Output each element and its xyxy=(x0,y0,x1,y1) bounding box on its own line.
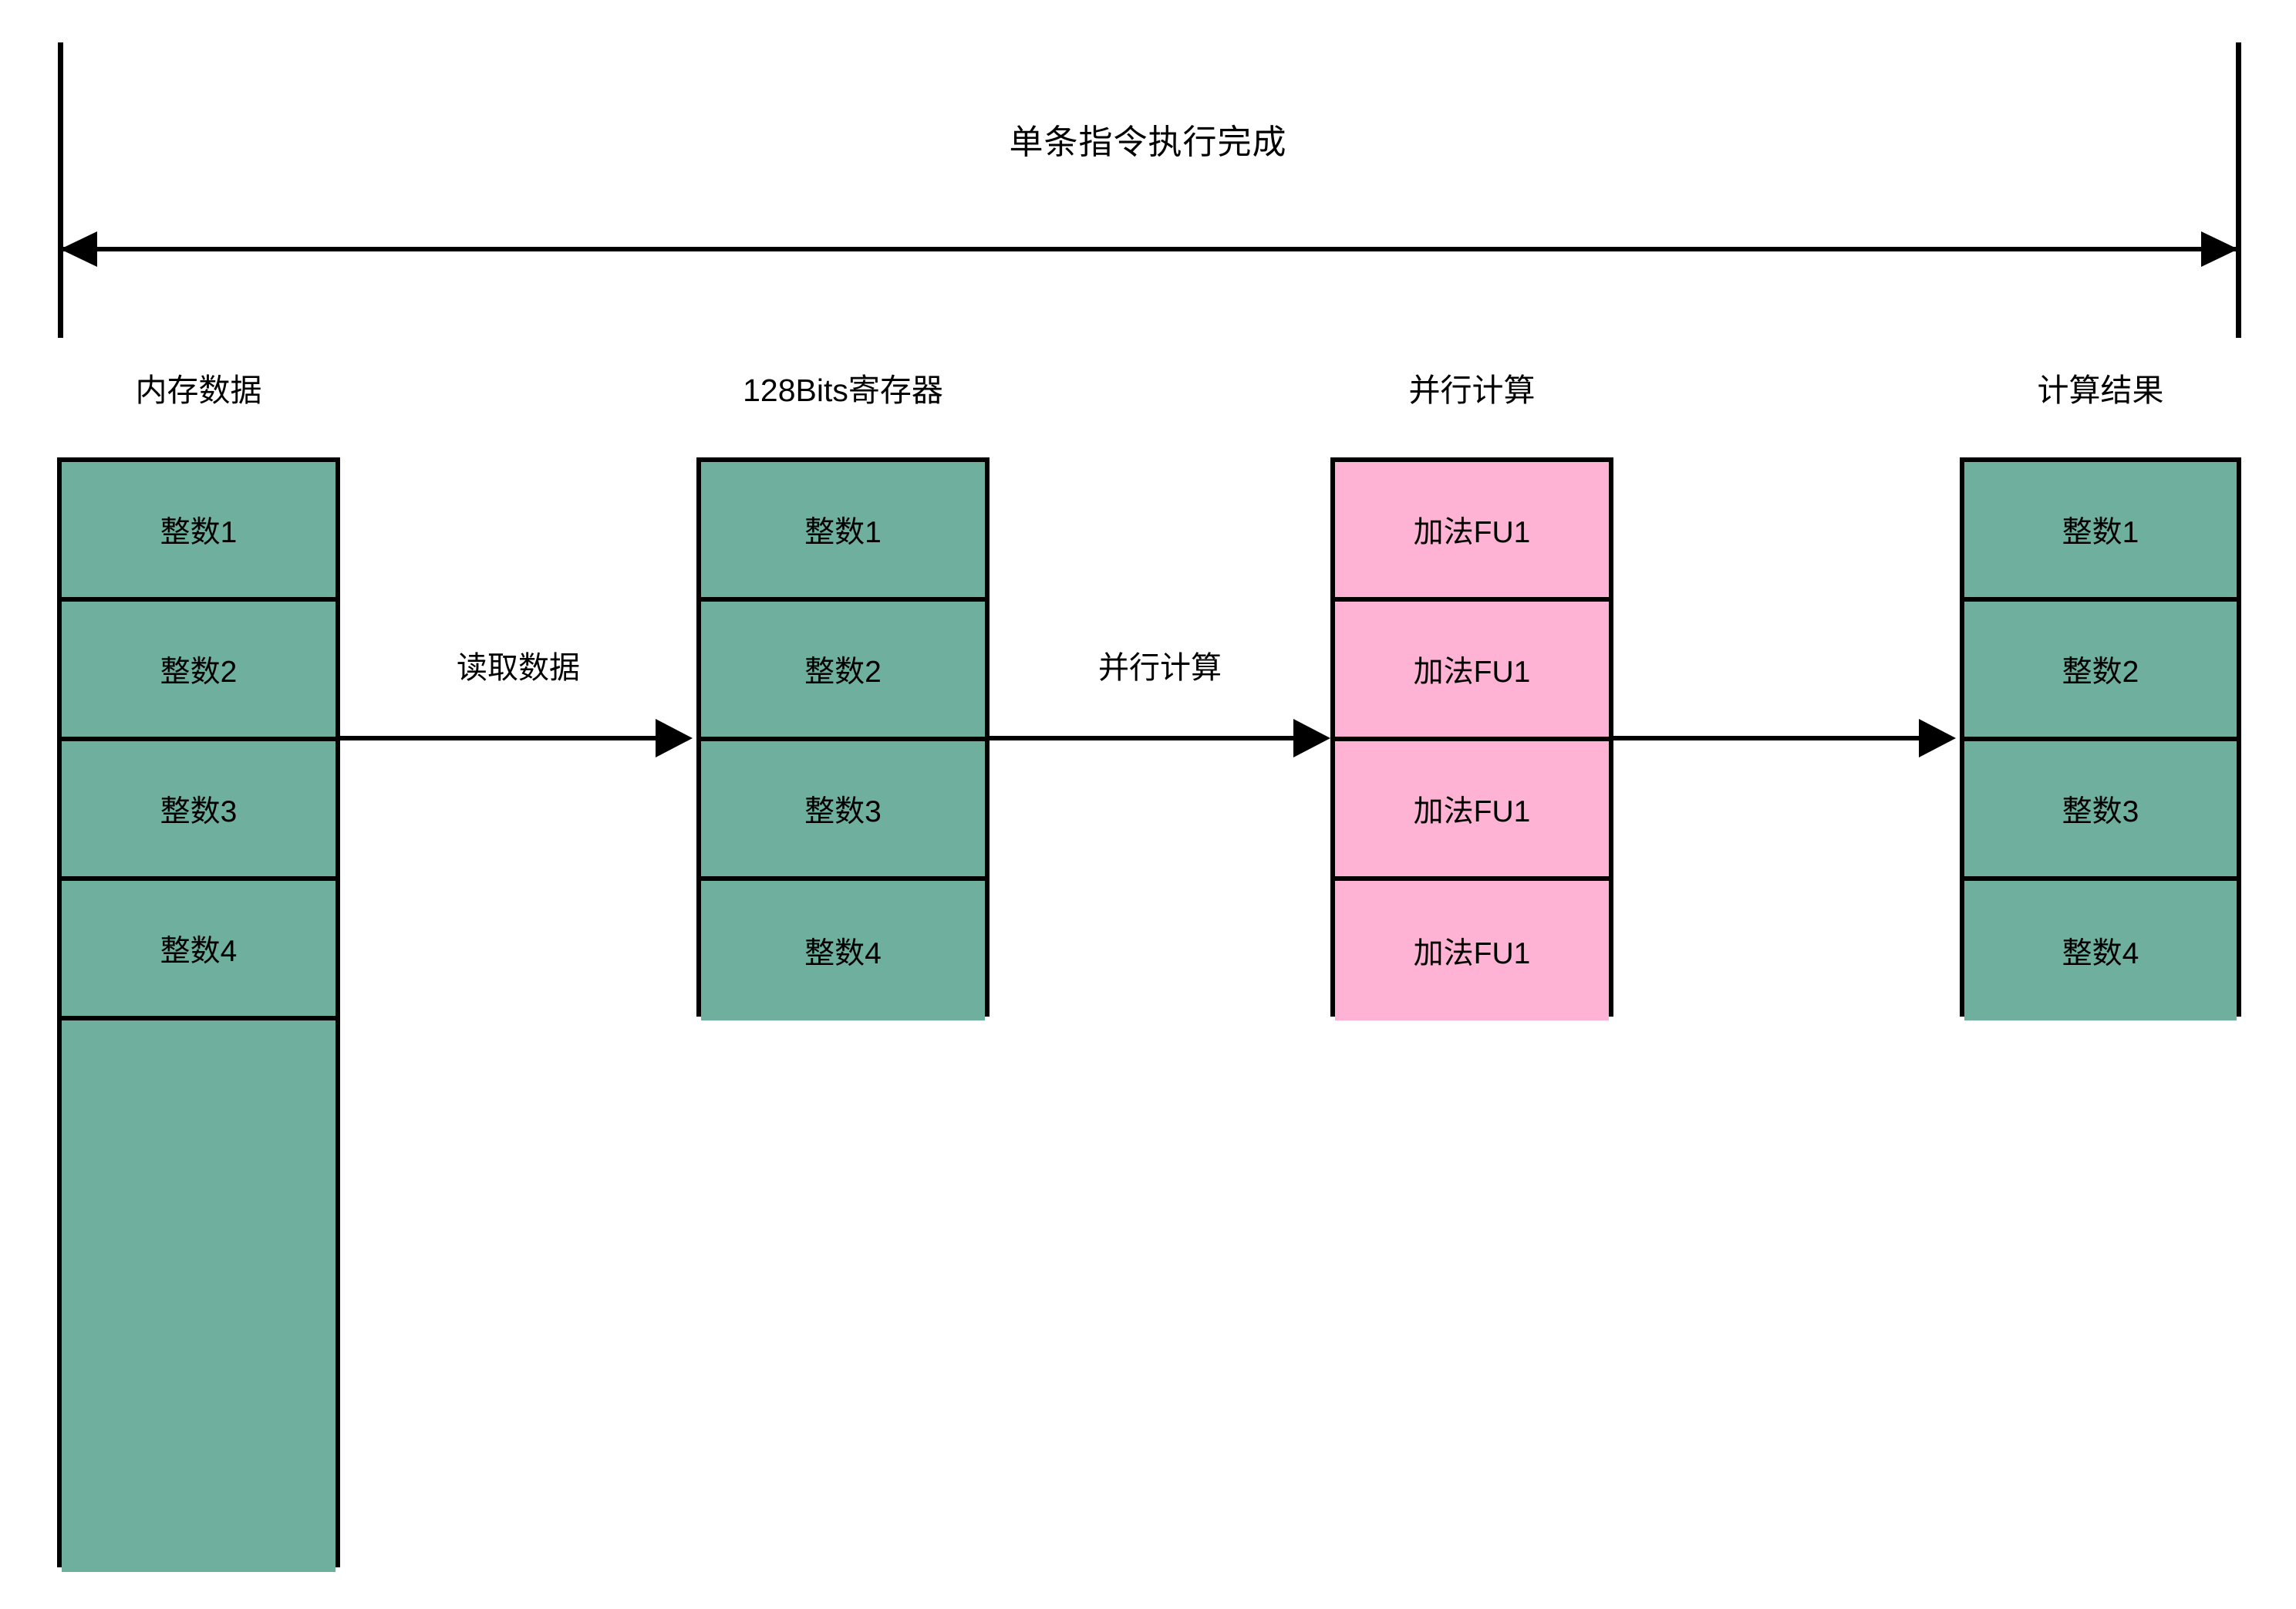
arrow-writeback-line xyxy=(1613,736,1922,740)
stack-result: 整数1 整数2 整数3 整数4 xyxy=(1960,457,2241,1020)
timeline-end-tick xyxy=(2236,42,2241,338)
register-cell: 整数3 xyxy=(701,741,985,881)
timeline-caption: 单条指令执行完成 xyxy=(1009,123,1287,161)
stack-parallel-compute: 加法FU1 加法FU1 加法FU1 加法FU1 xyxy=(1330,457,1613,1020)
fu-cell: 加法FU1 xyxy=(1335,602,1609,741)
arrow-parallel-compute-head-icon xyxy=(1293,719,1330,757)
result-cell: 整数3 xyxy=(1964,741,2237,881)
memory-cell: 整数3 xyxy=(62,741,335,881)
fu-cell: 加法FU1 xyxy=(1335,462,1609,602)
stack-register: 整数1 整数2 整数3 整数4 xyxy=(696,457,990,1020)
fu-cell: 加法FU1 xyxy=(1335,741,1609,881)
stack-memory: 整数1 整数2 整数3 整数4 xyxy=(57,457,340,1572)
timeline-left-arrowhead-icon xyxy=(60,231,97,267)
arrow-writeback-head-icon xyxy=(1919,719,1956,757)
register-cell: 整数2 xyxy=(701,602,985,741)
result-cell: 整数2 xyxy=(1964,602,2237,741)
arrow-label-parallel-compute: 并行计算 xyxy=(1098,651,1222,685)
column-header-parallel-compute: 并行计算 xyxy=(1408,373,1536,408)
memory-cell: 整数2 xyxy=(62,602,335,741)
arrow-read-data-line xyxy=(340,736,656,740)
arrow-parallel-compute-line xyxy=(990,736,1298,740)
column-header-register: 128Bits寄存器 xyxy=(743,373,943,408)
result-cell: 整数4 xyxy=(1964,881,2237,1020)
timeline-span-line xyxy=(60,247,2238,251)
arrow-read-data-head-icon xyxy=(656,719,693,757)
register-cell: 整数1 xyxy=(701,462,985,602)
memory-cell-empty xyxy=(62,1020,335,1572)
memory-cell: 整数4 xyxy=(62,881,335,1020)
memory-cell: 整数1 xyxy=(62,462,335,602)
register-cell: 整数4 xyxy=(701,881,985,1020)
arrow-label-read-data: 读取数据 xyxy=(457,651,580,685)
fu-cell: 加法FU1 xyxy=(1335,881,1609,1020)
timeline-right-arrowhead-icon xyxy=(2201,231,2238,267)
timeline-start-tick xyxy=(58,42,63,338)
result-cell: 整数1 xyxy=(1964,462,2237,602)
column-header-result: 计算结果 xyxy=(2037,373,2164,408)
column-header-memory: 内存数据 xyxy=(135,373,262,408)
